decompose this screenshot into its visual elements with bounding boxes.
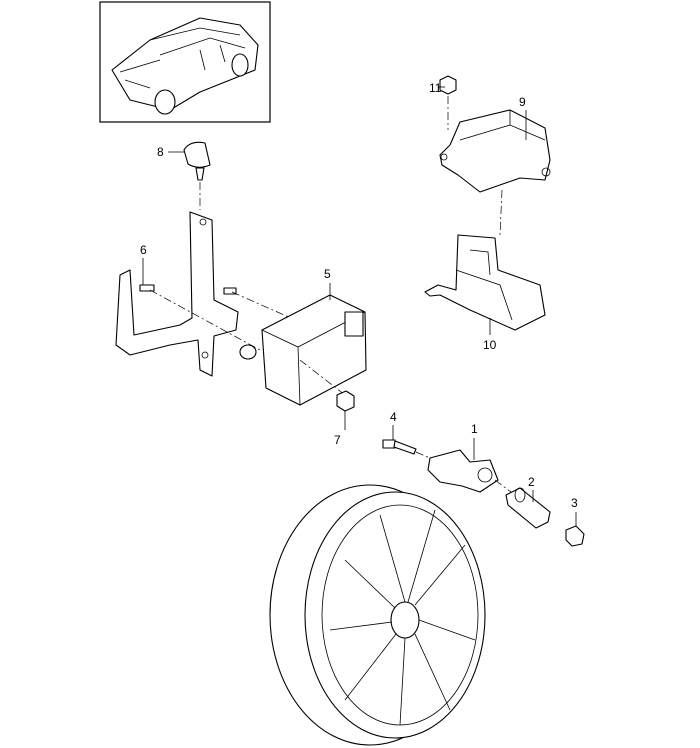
callout-leaders [142,86,577,526]
part-9-sensor [439,109,551,193]
wheel-rim [269,484,486,746]
part-2-valve [505,487,551,529]
part-5-control-module [239,294,367,406]
part-7-nut [336,390,355,412]
callout-9: 9 [519,95,526,109]
callout-10: 10 [483,338,497,352]
callout-11: 11 [429,81,442,95]
part-6-bracket [115,211,239,377]
part-8-clip [183,141,211,181]
part-1-tpms-sensor [427,449,499,493]
callout-5: 5 [324,267,331,281]
part-4-screw [382,439,417,455]
part-10-holder [424,234,546,331]
part-11-nut [439,75,457,95]
callout-3: 3 [571,496,578,510]
part-3-cap [565,525,585,547]
vehicle-thumbnail [99,1,271,123]
callout-1: 1 [471,422,478,436]
callout-6: 6 [140,243,147,257]
callout-8: 8 [157,145,164,159]
callout-7: 7 [334,433,341,447]
callout-2: 2 [528,475,535,489]
callout-4: 4 [390,410,397,424]
